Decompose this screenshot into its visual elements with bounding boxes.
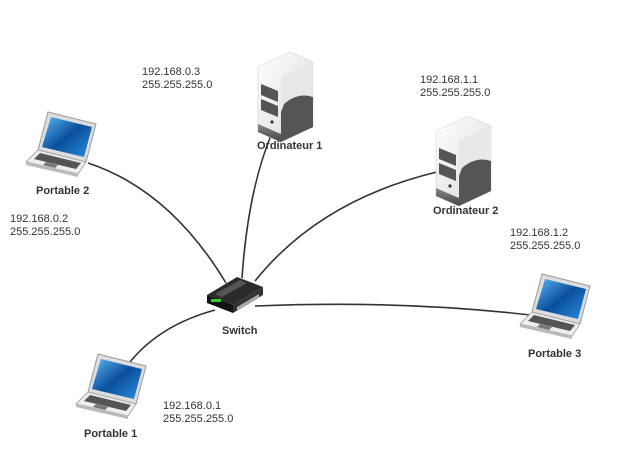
switch-icon[interactable] (207, 277, 263, 313)
subnet-mask: 255.255.255.0 (163, 413, 234, 425)
label-switch: Switch (222, 325, 258, 337)
server-icon-ordinateur-1[interactable] (257, 51, 314, 143)
ip-address: 192.168.0.3 (142, 66, 201, 78)
subnet-mask: 255.255.255.0 (10, 226, 81, 238)
label-portable-2: Portable 2 (36, 185, 90, 197)
subnet-mask: 255.255.255.0 (142, 79, 213, 91)
cable-switch-portable1[interactable] (129, 309, 216, 363)
label-portable-3: Portable 3 (528, 348, 582, 360)
laptop-icon-portable-3[interactable] (519, 273, 591, 340)
cable-switch-portable3[interactable] (254, 303, 531, 316)
laptop-icon-portable-1[interactable] (75, 353, 147, 420)
laptop-icon-portable-2[interactable] (25, 111, 97, 178)
ip-ordinateur-2: 192.168.1.1 255.255.255.0 (420, 74, 490, 100)
cables (87, 132, 531, 363)
cable-switch-ordinateur2[interactable] (254, 171, 438, 282)
ip-address: 192.168.1.2 (510, 227, 569, 239)
ip-portable-1: 192.168.0.1 255.255.255.0 (163, 400, 233, 426)
cable-switch-portable2[interactable] (87, 162, 227, 284)
subnet-mask: 255.255.255.0 (510, 240, 581, 252)
label-portable-1: Portable 1 (84, 428, 138, 440)
subnet-mask: 255.255.255.0 (420, 87, 491, 99)
ip-ordinateur-1: 192.168.0.3 255.255.255.0 (142, 66, 212, 92)
ip-address: 192.168.0.1 (163, 400, 222, 412)
label-ordinateur-2: Ordinateur 2 (433, 205, 499, 217)
ip-address: 192.168.0.2 (10, 213, 69, 225)
cable-switch-ordinateur1[interactable] (241, 132, 273, 279)
ip-portable-3: 192.168.1.2 255.255.255.0 (510, 227, 580, 253)
label-ordinateur-1: Ordinateur 1 (257, 140, 323, 152)
ip-address: 192.168.1.1 (420, 74, 479, 86)
ip-portable-2: 192.168.0.2 255.255.255.0 (10, 213, 80, 239)
server-icon-ordinateur-2[interactable] (435, 115, 492, 207)
